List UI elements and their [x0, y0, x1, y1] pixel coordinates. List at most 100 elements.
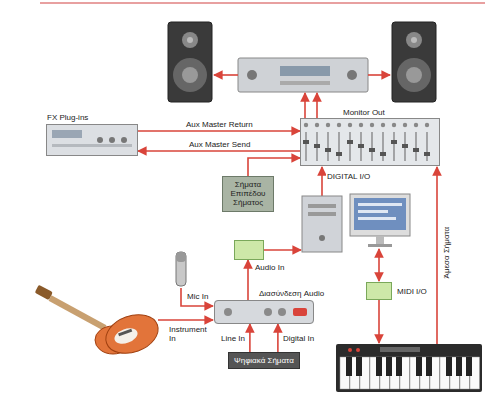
computer	[308, 212, 336, 216]
fader	[415, 132, 416, 161]
fader	[382, 132, 383, 161]
fader	[424, 152, 430, 156]
signal-label: Άμεσα Σήματα	[442, 226, 451, 280]
fader	[426, 132, 427, 161]
amplifier	[347, 70, 357, 80]
piano-key	[446, 357, 452, 376]
signal-arrow	[264, 249, 301, 251]
fader	[305, 132, 306, 161]
keyboard	[356, 348, 360, 352]
speaker	[397, 58, 431, 92]
audio-card: Audio In	[234, 240, 264, 260]
speaker	[411, 37, 417, 43]
computer	[350, 194, 410, 236]
fader	[303, 123, 430, 161]
piano-key	[376, 357, 382, 376]
signal-arrow	[368, 74, 390, 76]
keyboard	[336, 344, 482, 392]
signal-box: Σήματα Επιπέδου Σήματος	[222, 176, 274, 212]
fader	[348, 123, 352, 127]
signal-arrow	[316, 93, 318, 118]
guitar	[35, 285, 164, 360]
connector-label: Aux Master Send	[188, 140, 251, 149]
top-rule	[40, 3, 485, 4]
speaker	[173, 58, 207, 92]
signal-arrow	[158, 75, 437, 344]
fx-rack	[52, 144, 132, 147]
amplifier	[247, 70, 257, 80]
fx-rack	[46, 124, 138, 156]
piano-key	[346, 357, 352, 376]
computer	[302, 194, 410, 252]
piano-key	[456, 357, 462, 376]
speaker	[187, 37, 193, 43]
signal-label: DIGITAL I/O	[326, 172, 371, 181]
device-label: FX Plug-ins	[47, 113, 88, 122]
connector-label: Line In	[220, 334, 246, 343]
computer	[308, 204, 336, 208]
fader	[371, 132, 372, 161]
speaker	[392, 22, 436, 102]
fader	[315, 123, 319, 127]
signal-arrow	[181, 288, 213, 306]
box-text: Σήματα Επιπέδου Σήματος	[228, 180, 268, 208]
signal-arrow	[304, 93, 306, 118]
fader	[425, 123, 429, 127]
amplifier	[238, 58, 368, 92]
signal-arrow	[378, 249, 380, 281]
speaker	[182, 32, 198, 48]
computer	[358, 217, 396, 220]
fader	[393, 132, 394, 161]
fader	[325, 148, 331, 152]
fader	[403, 123, 407, 127]
fader	[359, 123, 363, 127]
computer	[319, 235, 325, 241]
signal-arrow	[378, 300, 380, 343]
signal-connector	[249, 324, 251, 352]
signal-connector	[247, 260, 249, 300]
piano-key	[356, 357, 362, 376]
connector-label: Aux Master Return	[185, 120, 254, 129]
fader	[304, 123, 308, 127]
computer	[358, 210, 388, 213]
speaker	[406, 67, 422, 83]
speaker	[168, 22, 212, 102]
speaker	[182, 67, 198, 83]
computer	[302, 196, 342, 252]
interface	[214, 300, 314, 324]
piano-key	[386, 357, 392, 376]
amplifier	[280, 66, 330, 76]
microphone	[176, 252, 186, 286]
signal-arrow	[436, 167, 438, 344]
interface	[224, 308, 232, 316]
piano-key	[396, 357, 402, 376]
guitar	[100, 308, 163, 360]
interface	[264, 308, 272, 316]
fx-rack	[97, 137, 103, 143]
signal-arrow	[321, 167, 323, 196]
fader	[337, 123, 341, 127]
fader	[370, 123, 374, 127]
mixer	[300, 118, 440, 166]
piano-key	[426, 357, 432, 376]
mixer	[300, 118, 440, 166]
fader	[358, 144, 364, 148]
box-text: Ψηφιακά Σήματα	[234, 356, 294, 365]
piano-key	[466, 357, 472, 376]
amplifier	[280, 81, 330, 85]
keyboard	[348, 348, 352, 352]
signal-connector	[248, 158, 300, 176]
fader	[338, 132, 339, 161]
computer	[368, 244, 392, 247]
signal-box: Ψηφιακά Σήματα	[228, 352, 300, 369]
guitar	[35, 285, 53, 300]
fx-rack	[46, 124, 138, 156]
fader	[414, 123, 418, 127]
keyboard	[380, 347, 420, 352]
computer	[354, 198, 406, 230]
microphone	[176, 252, 186, 262]
fader	[314, 144, 320, 148]
fader	[349, 132, 350, 161]
